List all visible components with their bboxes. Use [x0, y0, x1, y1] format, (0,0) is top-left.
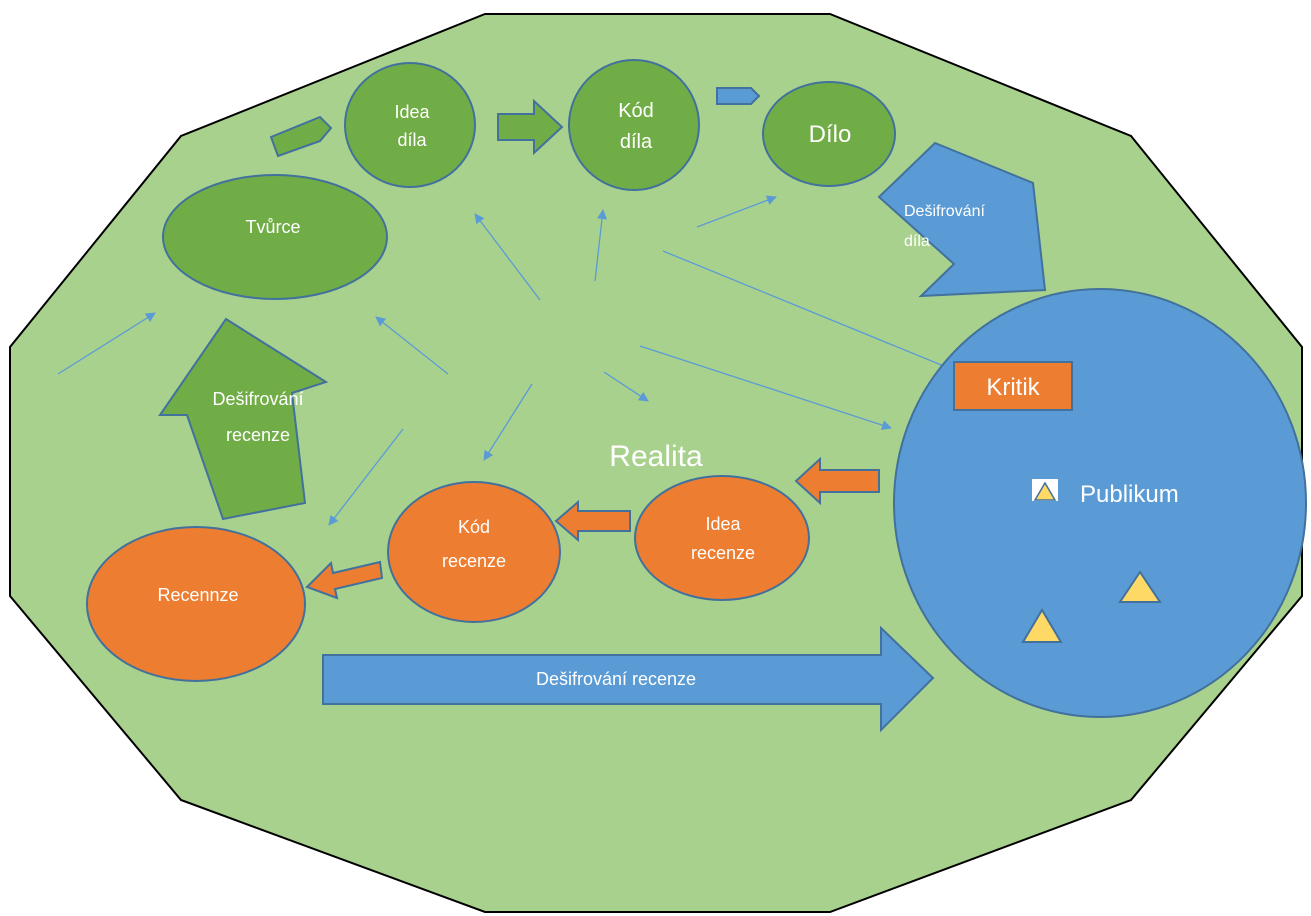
recenze-label: Recennze [157, 585, 238, 605]
arrow-desifrovani-recenze-up [158, 317, 329, 521]
connector-to-realita [603, 371, 649, 402]
kritik-label: Kritik [986, 374, 1040, 401]
publikum-label: Publikum [1080, 481, 1179, 508]
tvurce-label: Tvůrce [245, 217, 300, 237]
connector-to-publikum [639, 345, 892, 430]
arrow-publikum-to-idea-recenze [794, 456, 880, 506]
kod-dila-label-2: díla [620, 131, 653, 153]
kod-recenze-node [387, 481, 561, 623]
idea-dila-label-1: Idea [394, 102, 430, 122]
audience-triangle-icon [1021, 608, 1063, 643]
kod-dila-node [568, 59, 700, 191]
tvurce-node [162, 174, 388, 300]
kod-dila-label-1: Kód [618, 100, 654, 122]
desifrovani-recenze-up-label-1: Dešifrování [212, 389, 303, 409]
idea-dila-node [344, 62, 476, 188]
arrow-idea-to-kod [497, 98, 564, 156]
desifrovani-dila-label-1: Dešifrování [904, 203, 985, 220]
dilo-node [762, 81, 896, 187]
kod-recenze-label-2: recenze [442, 551, 506, 571]
idea-recenze-node [634, 475, 810, 601]
arrow-kod-to-dilo [716, 87, 761, 105]
publikum-triangle-icon [1033, 481, 1057, 501]
idea-dila-label-2: díla [397, 130, 427, 150]
arrow-desifrovani-dila [877, 141, 1047, 298]
connector-to-tvurce-left [57, 312, 156, 375]
audience-triangle-icon [1118, 570, 1162, 603]
dilo-label: Dílo [809, 121, 852, 148]
connector-to-kod-recenze [483, 383, 533, 461]
arrow-kod-to-recenze [305, 560, 384, 600]
arrow-tvurce-to-idea [269, 115, 333, 158]
recenze-node [86, 526, 306, 682]
connector-to-kritik [662, 250, 974, 380]
connector-to-dilo [696, 195, 777, 228]
connector-to-kod-dila [594, 209, 607, 282]
desifrovani-dila-label-2: díla [904, 233, 930, 250]
kritik-box [953, 361, 1073, 411]
desifrovani-recenze-up-label-2: recenze [226, 425, 290, 445]
connector-to-tvurce-bottom [375, 316, 449, 375]
reality-connectors [57, 195, 974, 526]
idea-recenze-label-1: Idea [705, 514, 741, 534]
desifrovani-recenze-bottom-label: Dešifrování recenze [536, 669, 696, 689]
arrow-idea-to-kod-recenze [554, 499, 631, 543]
realita-label: Realita [609, 440, 703, 473]
arrow-desifrovani-recenze-bottom [322, 625, 935, 733]
kod-recenze-label-1: Kód [458, 517, 490, 537]
idea-recenze-label-2: recenze [691, 543, 755, 563]
connector-to-tvurce-top [474, 213, 541, 301]
connector-to-recenze [328, 428, 404, 526]
